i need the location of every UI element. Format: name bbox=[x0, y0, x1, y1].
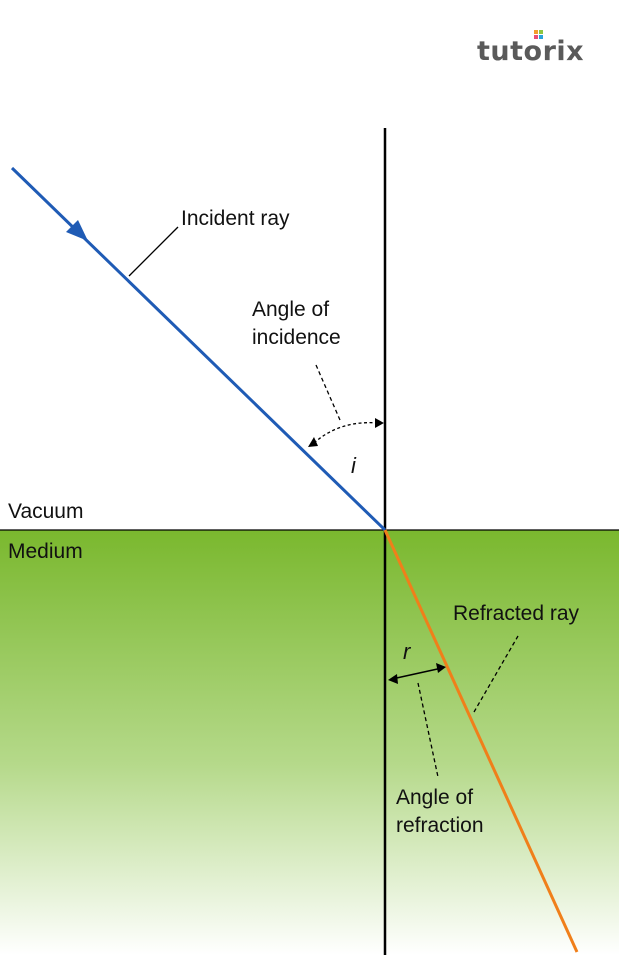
incident-ray-label: Incident ray bbox=[181, 207, 290, 230]
incidence-arc bbox=[313, 422, 379, 444]
incidence-pointer bbox=[315, 364, 341, 421]
refracted-ray-label: Refracted ray bbox=[453, 602, 580, 625]
refracted-ray bbox=[383, 529, 579, 953]
tutorix-logo: tutorix bbox=[477, 30, 585, 67]
angle-of-refraction-label: Angle of refraction bbox=[396, 786, 484, 837]
refraction-angle-line bbox=[391, 667, 443, 680]
logo-dots-icon bbox=[534, 30, 543, 39]
incident-ray-arrow-icon bbox=[66, 220, 88, 241]
refraction-arrow-left-icon bbox=[388, 674, 398, 684]
logo-text: tutorix bbox=[477, 36, 585, 67]
medium-region bbox=[0, 530, 619, 955]
refraction-arrow-right-icon bbox=[436, 663, 446, 673]
incidence-arc-arrow-right-icon bbox=[375, 418, 384, 428]
angle-i-label: i bbox=[351, 453, 356, 478]
angle-of-incidence-label: Angle of incidence bbox=[252, 298, 341, 349]
refraction-pointer bbox=[417, 682, 439, 778]
medium-label: Medium bbox=[8, 540, 83, 563]
incidence-arc-arrow-left-icon bbox=[308, 437, 318, 447]
angle-r-label: r bbox=[403, 639, 411, 664]
vacuum-label: Vacuum bbox=[8, 500, 84, 523]
incident-ray-pointer bbox=[128, 226, 179, 277]
refracted-ray-pointer bbox=[473, 635, 519, 713]
